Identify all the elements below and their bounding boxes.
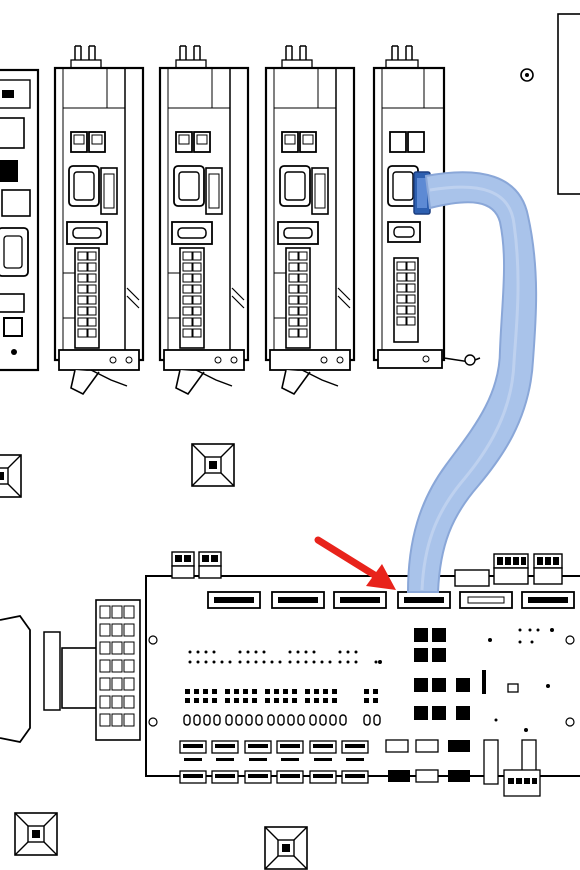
terminal-rail <box>0 599 141 743</box>
cable-tie-mount <box>191 443 235 487</box>
servo-drive-1 <box>53 44 145 396</box>
cable-tie-mount <box>0 454 22 498</box>
cable-tie-mount <box>264 826 308 870</box>
board-connector-row <box>207 591 575 609</box>
servo-drive-3 <box>264 44 356 396</box>
cable-tie-mount <box>14 812 58 856</box>
controller-unit <box>0 68 40 372</box>
callout-arrow <box>314 536 396 590</box>
servo-drive-2 <box>158 44 250 396</box>
ribbon-cable <box>406 171 538 593</box>
servo-drive-4 <box>372 45 481 369</box>
io-board <box>145 551 580 797</box>
enclosure-panel <box>520 13 580 195</box>
